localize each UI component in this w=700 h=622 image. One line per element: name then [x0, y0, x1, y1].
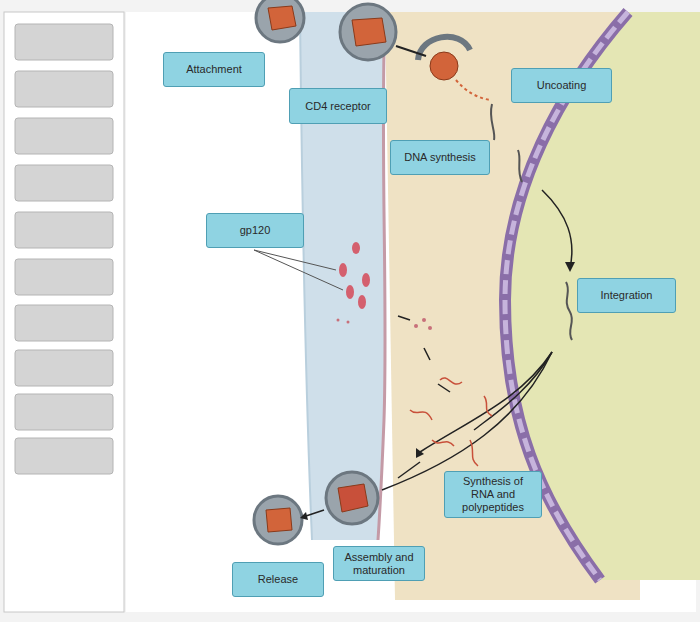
label-text: Assembly and maturation: [339, 551, 419, 577]
provirus: [566, 282, 572, 340]
answer-panel: [4, 12, 124, 612]
label-text: Integration: [601, 289, 653, 302]
arrowhead: [300, 512, 308, 520]
label-box: DNA synthesis: [390, 140, 490, 175]
label-text: CD4 receptor: [305, 100, 370, 113]
viral-dna: [491, 104, 494, 140]
process-arrow: [542, 190, 572, 268]
label-text: gp120: [240, 224, 271, 237]
viral-dna: [518, 150, 522, 182]
process-arrow: [424, 348, 430, 360]
protein-fragments: [337, 318, 433, 330]
leader-line: [254, 250, 343, 290]
process-arrow: [382, 352, 552, 490]
released-virus: [254, 496, 302, 544]
budding-virus: [326, 472, 378, 524]
label-box: Assembly and maturation: [333, 546, 425, 581]
label-box: Attachment: [163, 52, 265, 87]
process-arrow: [438, 384, 450, 392]
viral-rna: [456, 80, 490, 100]
rna-polypeptides: [410, 378, 492, 466]
virus-particle: [340, 4, 396, 60]
entry-arrow: [396, 46, 426, 56]
arrowhead: [416, 448, 424, 458]
label-box: Integration: [577, 278, 676, 313]
leader-line: [254, 250, 336, 270]
process-arrow: [398, 316, 410, 320]
label-text: Release: [258, 573, 298, 586]
label-box: gp120: [206, 213, 304, 248]
gp120-proteins: [339, 242, 370, 309]
label-box: Release: [232, 562, 324, 597]
process-arrow: [474, 352, 552, 430]
label-box: Synthesis of RNA and polypeptides: [444, 471, 542, 518]
label-box: Uncoating: [511, 68, 612, 103]
label-text: Attachment: [186, 63, 242, 76]
label-text: DNA synthesis: [404, 151, 476, 164]
virus-particle: [256, 0, 304, 42]
label-box: CD4 receptor: [289, 88, 387, 124]
process-arrow: [420, 352, 552, 452]
process-arrow: [398, 462, 420, 478]
answer-slots: [15, 24, 113, 474]
release-arrow: [306, 510, 324, 516]
arrowhead: [565, 262, 575, 272]
label-text: Uncoating: [537, 79, 587, 92]
label-text: Synthesis of RNA and polypeptides: [450, 475, 536, 514]
virus-fusing: [418, 37, 470, 80]
